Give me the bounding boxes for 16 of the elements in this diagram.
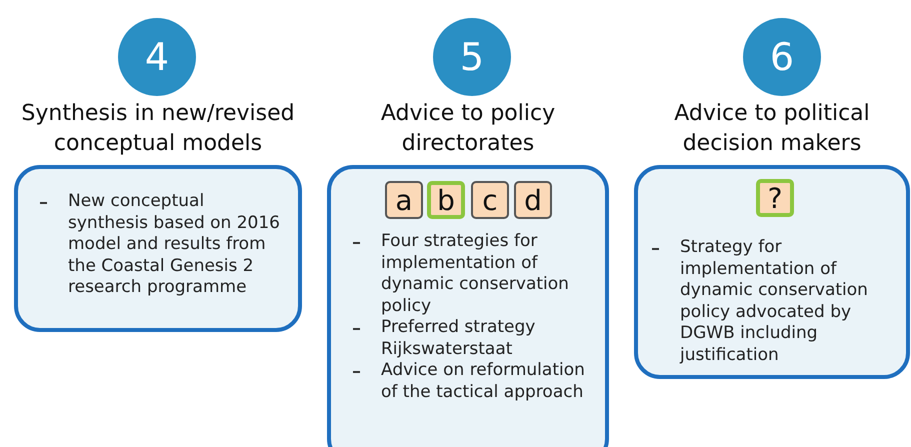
letter-tile: b: [427, 181, 465, 219]
letter-tile: ?: [756, 179, 794, 217]
letter-tile: a: [385, 181, 423, 219]
step-number-circle: 5: [433, 18, 511, 96]
bullet-text: Strategy for implementation of dynamic conservation policy advocated by DGWB including justification: [680, 237, 868, 364]
heading: Synthesis in new/revised conceptual models: [20, 100, 296, 158]
heading: Advice to political decision makers: [673, 100, 871, 158]
letter-tile: c: [471, 181, 509, 219]
bullet-text: New conceptual synthesis based on 2016 model and results from the Coastal Genesis 2 research programme: [68, 191, 280, 297]
letter-tile: d: [514, 181, 552, 219]
heading: Advice to policy directorates: [380, 100, 556, 158]
bullet-text: Preferred strategy Rijkswaterstaat: [381, 317, 536, 358]
bullet-text: Advice on reformulation of the tactical approach: [381, 360, 585, 402]
step-number-circle: 6: [743, 18, 821, 96]
step-number-circle: 4: [118, 18, 196, 96]
bullet-text: Four strategies for implementation of dynamic conservation policy: [381, 231, 569, 316]
